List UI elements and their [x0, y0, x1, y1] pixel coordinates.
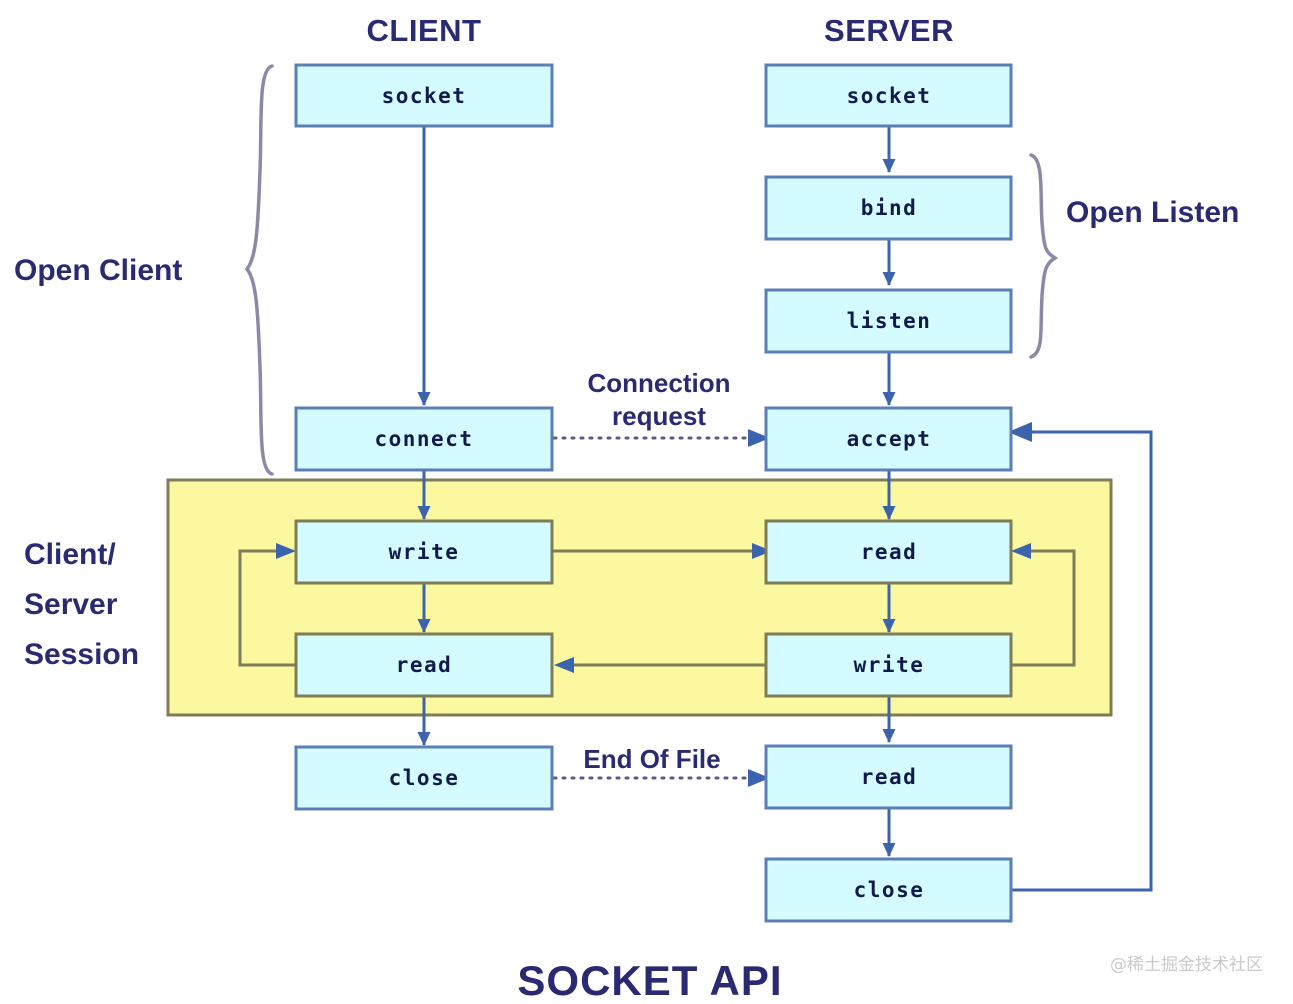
- node-label: socket: [847, 84, 932, 108]
- arrow-head-client-loop: [276, 543, 296, 559]
- watermark-label: @稀土掘金技术社区: [1110, 955, 1263, 975]
- node-box[interactable]: [294, 632, 554, 698]
- node-box[interactable]: [294, 745, 554, 811]
- connection-request-label-line2: request: [612, 401, 706, 431]
- node-box[interactable]: [764, 857, 1013, 923]
- node-label: read: [861, 765, 918, 789]
- node-server-listen[interactable]: listen: [764, 288, 1013, 354]
- node-label: accept: [847, 427, 932, 451]
- node-server-bind[interactable]: bind: [764, 175, 1013, 241]
- arrow-head-connection-request: [748, 429, 770, 447]
- node-client-read[interactable]: read: [294, 632, 554, 698]
- node-label: write: [389, 540, 460, 564]
- node-box[interactable]: [294, 406, 554, 472]
- arrow-head-write-to-read: [752, 543, 772, 559]
- session-label-line1: Client/: [24, 538, 116, 571]
- open-listen-label: Open Listen: [1066, 196, 1239, 229]
- session-label-line3: Session: [24, 638, 139, 671]
- node-label: write: [854, 653, 925, 677]
- node-label: socket: [382, 84, 467, 108]
- connection-request-label-line1: Connection: [588, 368, 731, 398]
- node-box[interactable]: [764, 406, 1013, 472]
- arrow-head-server-loop: [1011, 543, 1031, 559]
- node-box[interactable]: [764, 519, 1013, 585]
- edge-client-read-loop-to-write: [238, 549, 296, 667]
- node-label: bind: [861, 196, 918, 220]
- node-box[interactable]: [294, 519, 554, 585]
- open-client-label: Open Client: [14, 254, 182, 287]
- node-label: listen: [847, 309, 932, 333]
- open-listen-brace: [1029, 153, 1059, 359]
- node-label: read: [396, 653, 453, 677]
- node-client-close[interactable]: close: [294, 745, 554, 811]
- node-client-write[interactable]: write: [294, 519, 554, 585]
- node-server-read-2[interactable]: read: [764, 744, 1013, 810]
- session-label-line2: Server: [24, 588, 118, 621]
- arrow-head-end-of-file: [748, 769, 770, 787]
- node-box[interactable]: [294, 63, 554, 128]
- node-client-socket[interactable]: socket: [294, 63, 554, 128]
- node-server-close[interactable]: close: [764, 857, 1013, 923]
- figure-footer-title: SOCKET API: [517, 957, 782, 1004]
- end-of-file-label: End Of File: [583, 744, 720, 774]
- node-server-read-1[interactable]: read: [764, 519, 1013, 585]
- column-title-server: SERVER: [824, 13, 954, 48]
- node-client-connect[interactable]: connect: [294, 406, 554, 472]
- column-title-client: CLIENT: [367, 13, 482, 48]
- arrow-head-close-to-accept: [1008, 422, 1032, 442]
- node-box[interactable]: [764, 175, 1013, 241]
- node-label: close: [389, 766, 460, 790]
- node-server-accept[interactable]: accept: [764, 406, 1013, 472]
- node-box[interactable]: [764, 744, 1013, 810]
- node-box[interactable]: [764, 63, 1013, 128]
- node-label: close: [854, 878, 925, 902]
- open-client-brace: [244, 64, 274, 476]
- node-label: read: [861, 540, 918, 564]
- node-box[interactable]: [764, 288, 1013, 354]
- arrow-head-serverwrite-to-clientread: [554, 657, 574, 673]
- node-server-write[interactable]: write: [764, 632, 1013, 698]
- edge-server-close-to-accept: [1011, 430, 1153, 892]
- edge-server-write-loop-to-read: [1011, 549, 1076, 667]
- node-server-socket[interactable]: socket: [764, 63, 1013, 128]
- node-box[interactable]: [764, 632, 1013, 698]
- node-label: connect: [374, 427, 473, 451]
